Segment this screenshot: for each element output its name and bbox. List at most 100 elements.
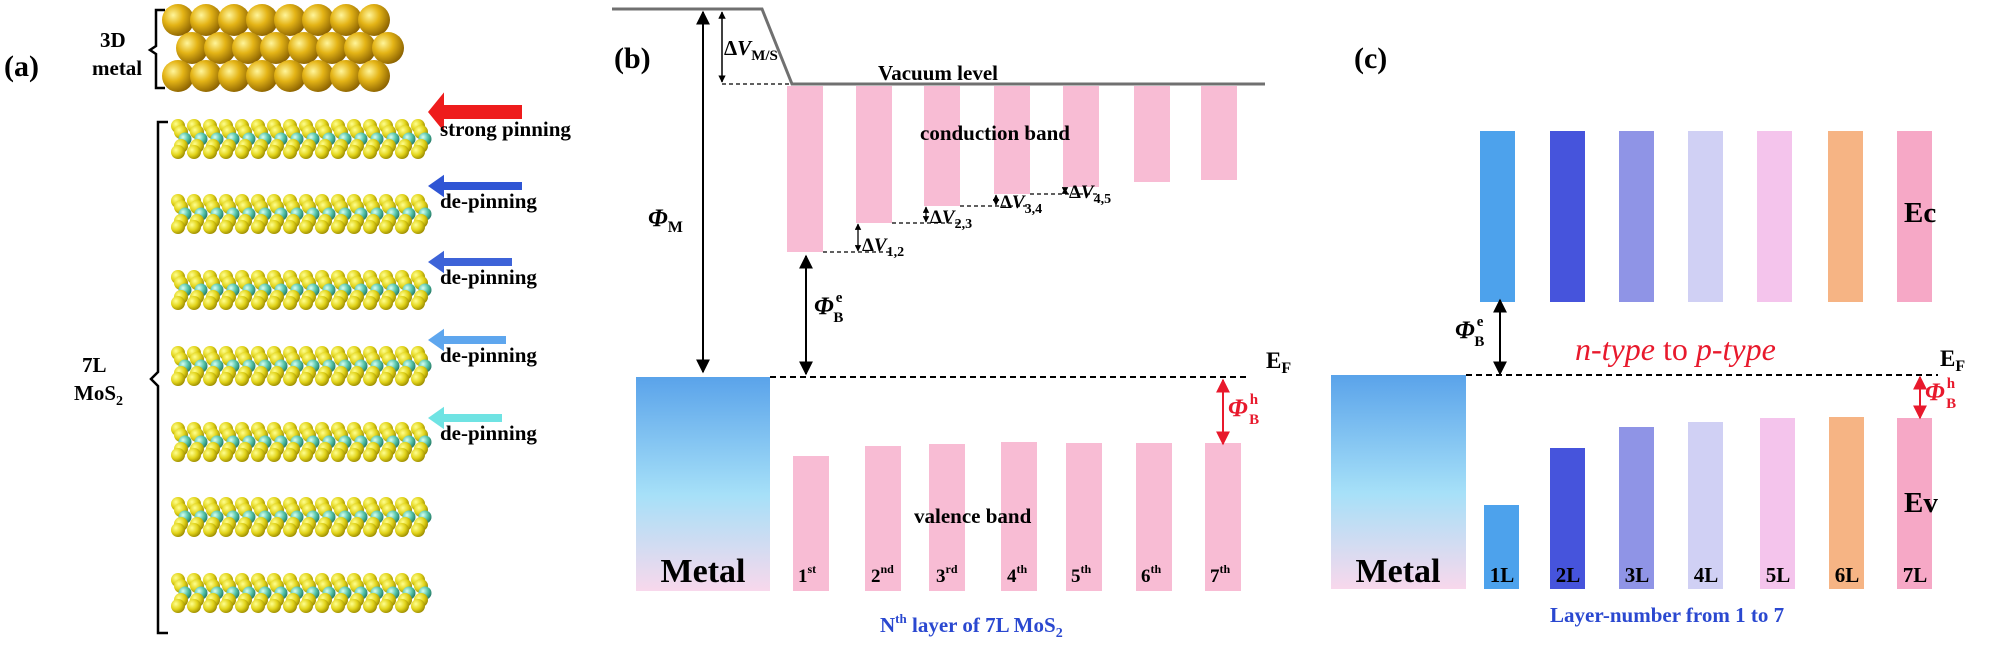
gold-atom bbox=[246, 4, 278, 36]
s-atom bbox=[363, 599, 377, 613]
layer-label: 2nd bbox=[871, 562, 894, 587]
vacuum-level-line bbox=[612, 7, 1265, 86]
s-atom bbox=[267, 372, 281, 386]
pinning-label: de-pinning bbox=[440, 265, 537, 289]
dvms-label: ΔVM/S bbox=[724, 36, 778, 64]
ev-bar bbox=[1760, 418, 1795, 589]
layer-label-c: 7L bbox=[1903, 563, 1928, 587]
s-atom bbox=[251, 296, 265, 310]
mos2-label-line2: MoS2 bbox=[74, 381, 123, 409]
s-atom bbox=[347, 523, 361, 537]
s-atom bbox=[283, 372, 297, 386]
s-atom bbox=[299, 296, 313, 310]
valence-band-bars bbox=[793, 442, 1241, 591]
s-atom bbox=[315, 448, 329, 462]
s-atom bbox=[203, 145, 217, 159]
gold-atom bbox=[218, 4, 250, 36]
gold-atom bbox=[246, 60, 278, 92]
arrow-shape bbox=[428, 328, 506, 352]
layer-label: 3rd bbox=[936, 562, 958, 587]
ev-bar bbox=[1550, 448, 1585, 589]
gold-atom bbox=[162, 4, 194, 36]
ec-bar bbox=[1688, 131, 1723, 302]
s-atom bbox=[299, 599, 313, 613]
conduction-band-bar bbox=[856, 86, 892, 223]
arrow-shape bbox=[428, 174, 522, 198]
s-atom bbox=[267, 296, 281, 310]
pinning-label: de-pinning bbox=[440, 189, 537, 213]
s-atom bbox=[315, 220, 329, 234]
s-atom bbox=[411, 296, 425, 310]
conduction-band-bar bbox=[787, 86, 823, 252]
s-atom bbox=[219, 296, 233, 310]
gold-atom bbox=[190, 60, 222, 92]
s-atom bbox=[363, 372, 377, 386]
s-atom bbox=[395, 372, 409, 386]
layer-label: 1st bbox=[798, 562, 816, 587]
s-atom bbox=[363, 523, 377, 537]
s-atom bbox=[315, 296, 329, 310]
layer-label-c: 6L bbox=[1835, 563, 1860, 587]
ec-bar bbox=[1757, 131, 1792, 302]
s-atom bbox=[411, 448, 425, 462]
s-atom bbox=[315, 523, 329, 537]
delta-v-label: ΔV2,3 bbox=[930, 207, 972, 232]
s-atom bbox=[267, 448, 281, 462]
s-atom bbox=[299, 523, 313, 537]
conduction-band-bar bbox=[1201, 86, 1237, 180]
mos2-layer bbox=[171, 119, 432, 159]
s-atom bbox=[171, 448, 185, 462]
s-atom bbox=[171, 523, 185, 537]
x-label-c: Layer-number from 1 to 7 bbox=[1550, 603, 1784, 627]
conduction-band-bar bbox=[994, 86, 1030, 194]
gold-atom bbox=[330, 60, 362, 92]
s-atom bbox=[363, 145, 377, 159]
s-atom bbox=[283, 523, 297, 537]
gold-atom bbox=[358, 4, 390, 36]
delta-v-step: ΔV2,3 bbox=[892, 206, 972, 232]
s-atom bbox=[411, 145, 425, 159]
s-atom bbox=[187, 372, 201, 386]
mos2-layers bbox=[171, 119, 432, 613]
s-atom bbox=[219, 599, 233, 613]
mos2-brace bbox=[149, 120, 168, 635]
s-atom bbox=[395, 145, 409, 159]
ev-bar bbox=[1688, 422, 1723, 589]
s-atom bbox=[283, 296, 297, 310]
s-atom bbox=[363, 220, 377, 234]
ec-bar bbox=[1550, 131, 1585, 302]
s-atom bbox=[411, 372, 425, 386]
s-atom bbox=[347, 372, 361, 386]
s-atom bbox=[267, 145, 281, 159]
panel-a: (a) 3D metal 7L MoS2 strong pinningde-pi… bbox=[4, 4, 571, 635]
conduction-band-bar bbox=[1063, 86, 1099, 187]
ef-label-b: EF bbox=[1266, 348, 1291, 377]
gold-atom bbox=[344, 32, 376, 64]
s-atom bbox=[299, 145, 313, 159]
s-atom bbox=[219, 145, 233, 159]
s-atom bbox=[171, 599, 185, 613]
ec-bar bbox=[1480, 131, 1515, 302]
s-atom bbox=[267, 220, 281, 234]
ev-label: Ev bbox=[1904, 487, 1938, 519]
s-atom bbox=[299, 448, 313, 462]
type-transition-label: n-type to p-type bbox=[1575, 331, 1776, 367]
pinning-label: de-pinning bbox=[440, 343, 537, 367]
s-atom bbox=[203, 523, 217, 537]
s-atom bbox=[411, 523, 425, 537]
s-atom bbox=[251, 220, 265, 234]
s-atom bbox=[379, 220, 393, 234]
s-atom bbox=[363, 296, 377, 310]
s-atom bbox=[187, 448, 201, 462]
gold-atom bbox=[176, 32, 208, 64]
s-atom bbox=[331, 296, 345, 310]
s-atom bbox=[331, 599, 345, 613]
mos2-layer bbox=[171, 422, 432, 462]
layer-label: 5th bbox=[1071, 562, 1091, 587]
gold-atom bbox=[302, 4, 334, 36]
s-atom bbox=[331, 145, 345, 159]
panel-c-label: (c) bbox=[1354, 42, 1387, 75]
pinning-arrow: de-pinning bbox=[428, 174, 537, 213]
